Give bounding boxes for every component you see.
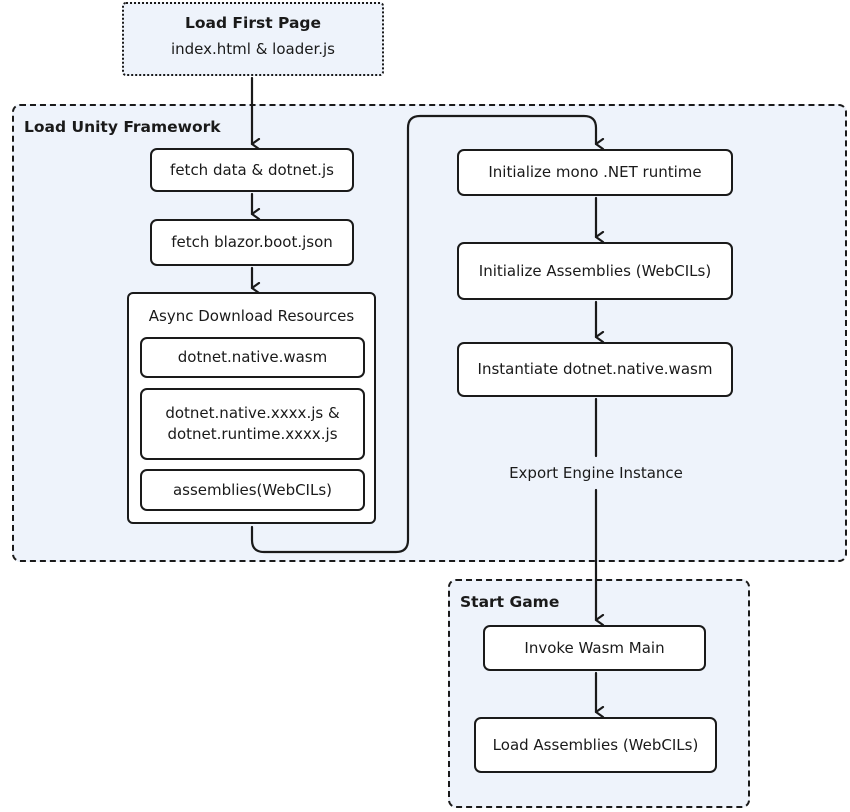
start-game-group: Start Game — [448, 579, 750, 808]
export-engine-instance-label: Export Engine Instance — [486, 459, 706, 487]
native-js-node: dotnet.native.xxxx.js & dotnet.runtime.x… — [140, 388, 365, 460]
init-assemblies-label: Initialize Assemblies (WebCILs) — [478, 261, 712, 280]
load-unity-framework-title: Load Unity Framework — [24, 118, 221, 136]
async-download-label: Async Download Resources — [148, 307, 355, 325]
init-mono-node: Initialize mono .NET runtime — [457, 149, 733, 196]
instantiate-wasm-label: Instantiate dotnet.native.wasm — [477, 360, 713, 378]
load-assemblies-label: Load Assemblies (WebCILs) — [492, 735, 699, 754]
load-first-page-title: Load First Page — [184, 14, 322, 32]
native-js-label-line2: dotnet.runtime.xxxx.js — [167, 425, 338, 443]
start-game-title: Start Game — [460, 593, 560, 611]
instantiate-wasm-node: Instantiate dotnet.native.wasm — [457, 342, 733, 397]
fetch-boot-json-node: fetch blazor.boot.json — [150, 219, 354, 266]
load-assemblies-node: Load Assemblies (WebCILs) — [474, 717, 717, 773]
fetch-boot-json-label: fetch blazor.boot.json — [171, 233, 333, 251]
fetch-data-label: fetch data & dotnet.js — [170, 160, 334, 179]
load-first-page-box: Load First Page index.html & loader.js — [122, 2, 384, 76]
init-mono-label: Initialize mono .NET runtime — [488, 163, 702, 181]
load-first-page-subtitle: index.html & loader.js — [170, 40, 336, 58]
assemblies-label: assemblies(WebCILs) — [172, 480, 333, 499]
fetch-data-node: fetch data & dotnet.js — [150, 148, 354, 192]
invoke-wasm-main-label: Invoke Wasm Main — [524, 638, 665, 657]
invoke-wasm-main-node: Invoke Wasm Main — [483, 625, 706, 671]
init-assemblies-node: Initialize Assemblies (WebCILs) — [457, 242, 733, 300]
assemblies-node: assemblies(WebCILs) — [140, 469, 365, 511]
native-wasm-label: dotnet.native.wasm — [177, 348, 328, 366]
native-js-label-line1: dotnet.native.xxxx.js & — [165, 404, 340, 422]
native-wasm-node: dotnet.native.wasm — [140, 337, 365, 378]
